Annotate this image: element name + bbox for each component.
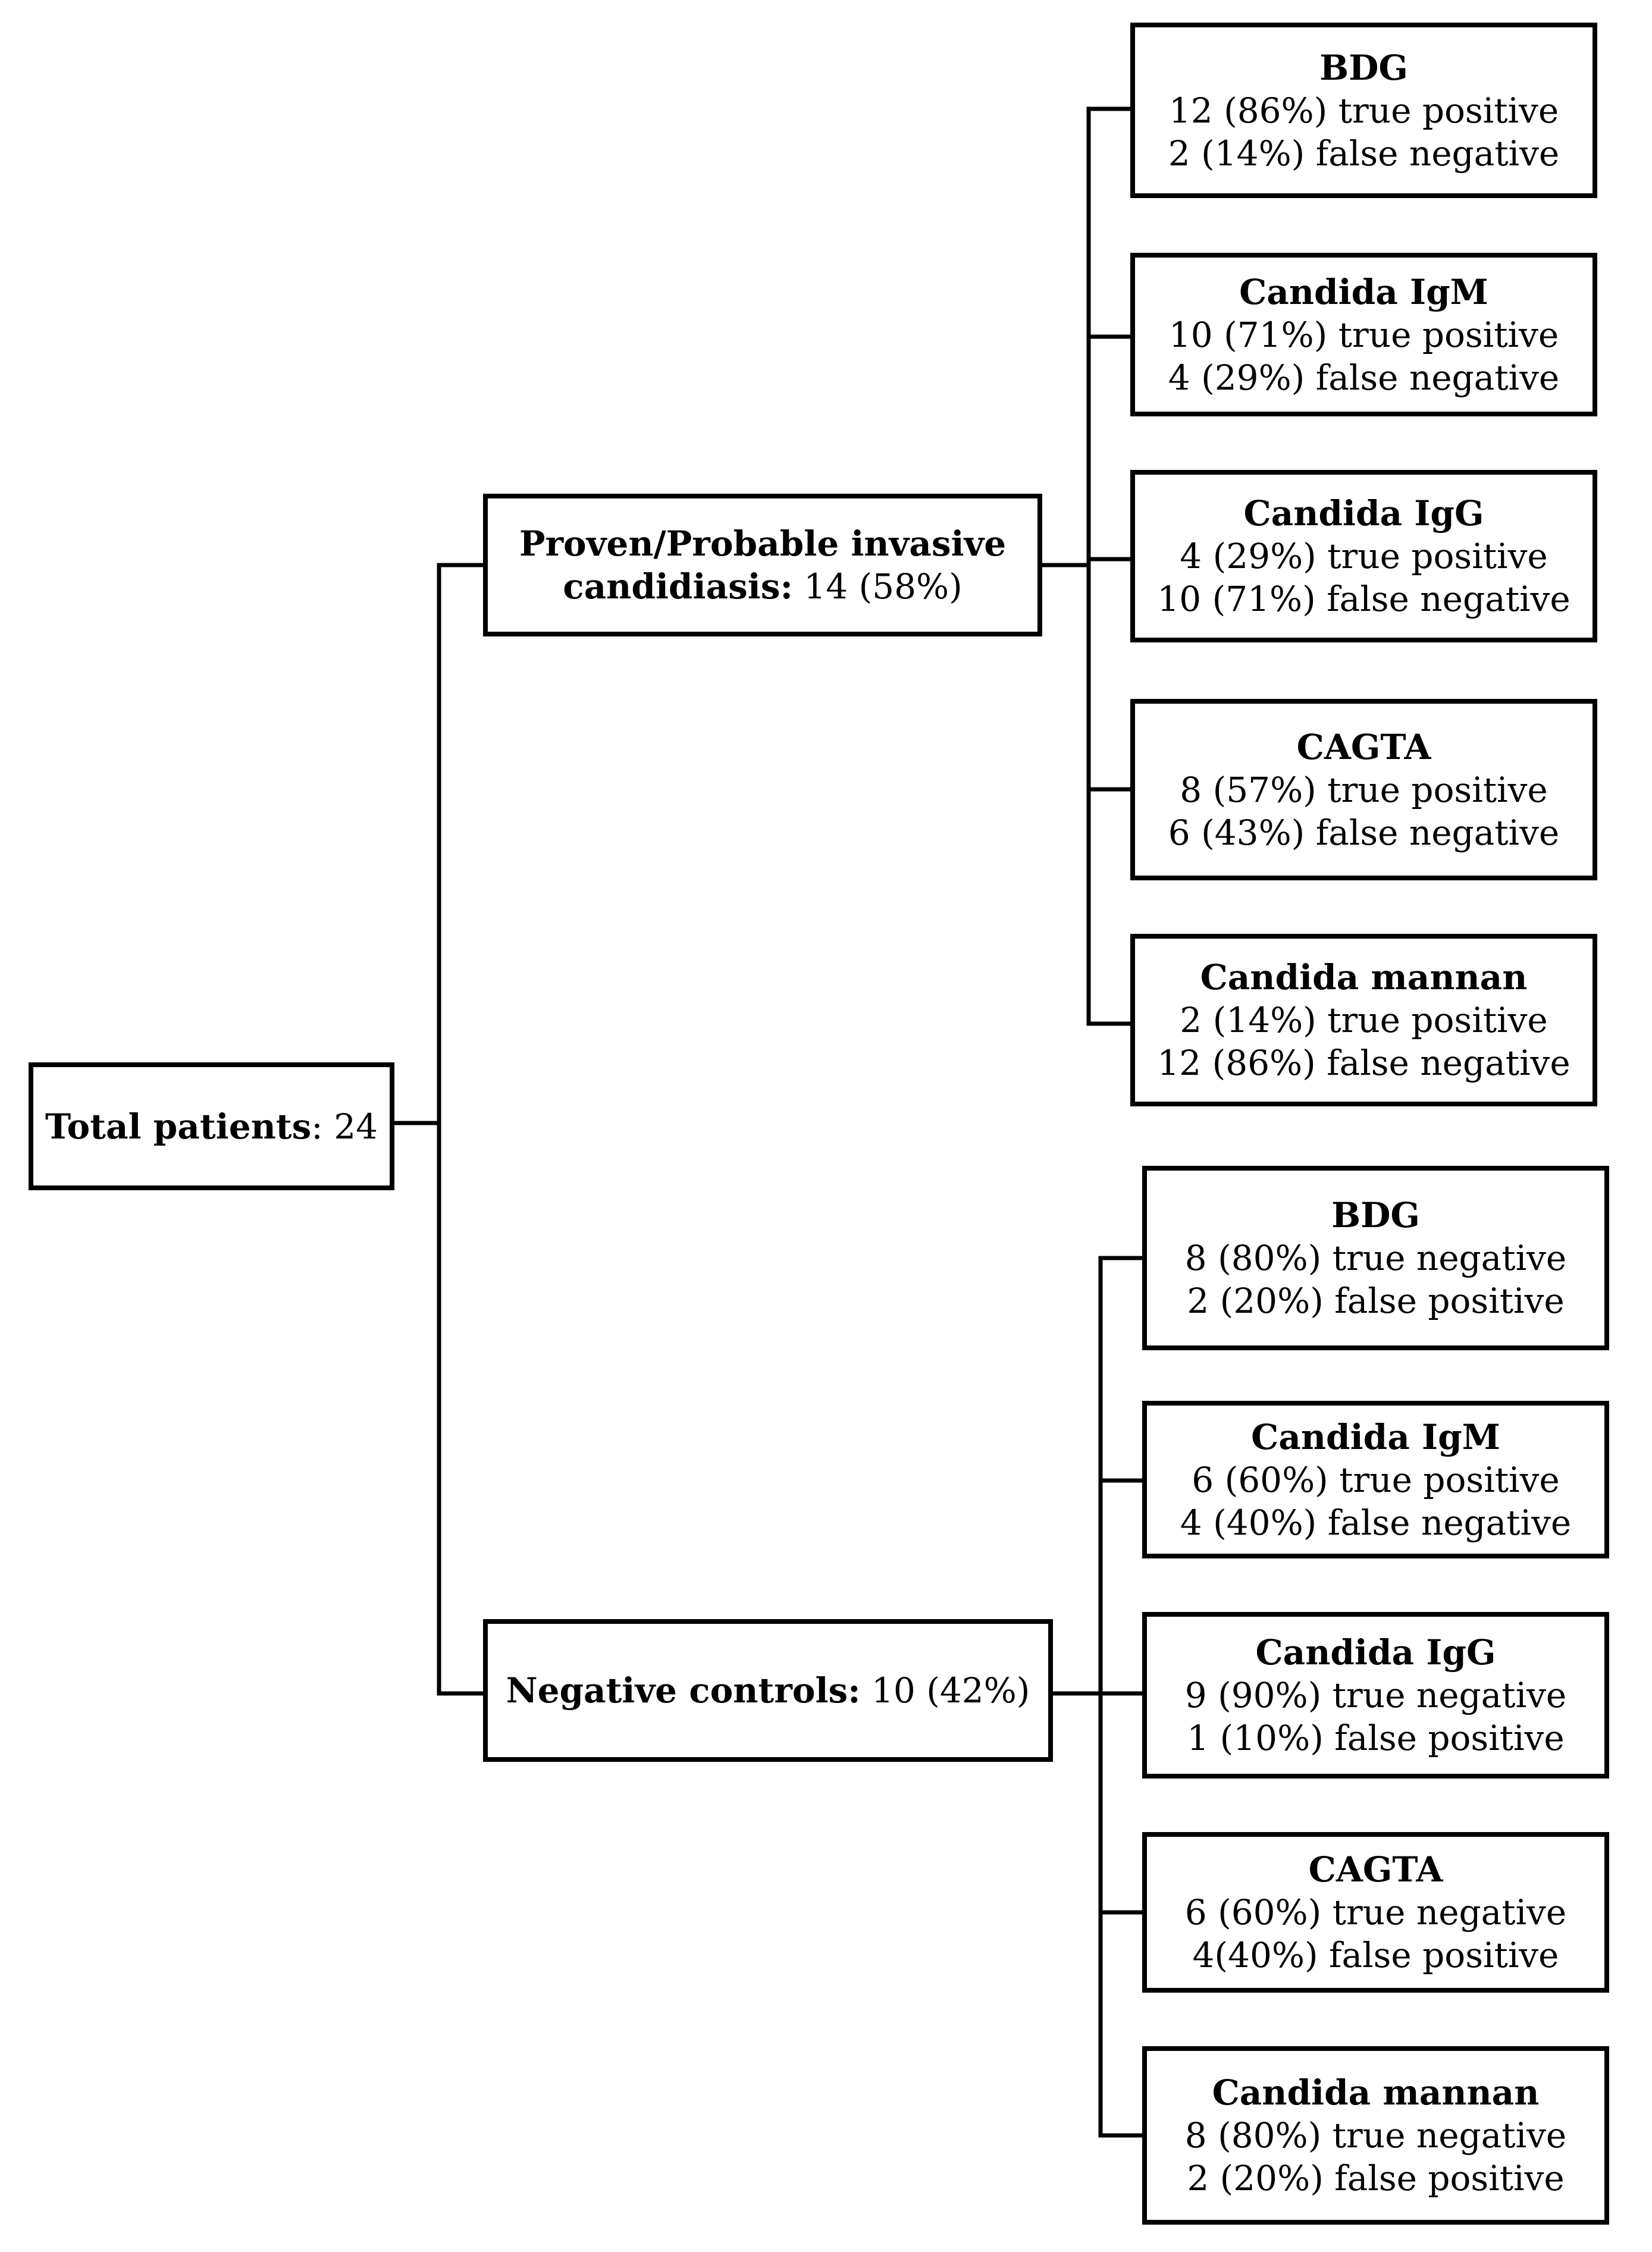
test-box-control-candida-mannan: Candida mannan 8 (80%) true negative 2 (… xyxy=(1142,2046,1609,2225)
test-name: Candida IgM xyxy=(1239,271,1488,312)
invasive-candidiasis-label-line1: Proven/Probable invasive xyxy=(519,523,1007,564)
test-result-line2: 2 (20%) false positive xyxy=(1187,2158,1565,2198)
test-name: BDG xyxy=(1331,1195,1420,1235)
test-box-invasive-candida-igg: Candida IgG 4 (29%) true positive 10 (71… xyxy=(1130,470,1597,642)
test-name: CAGTA xyxy=(1296,726,1431,767)
test-result-line2: 6 (43%) false negative xyxy=(1168,812,1560,853)
invasive-candidiasis-count: 14 (58%) xyxy=(792,566,963,607)
total-patients-label-row: Total patients: 24 xyxy=(45,1105,378,1148)
invasive-candidiasis-label-line2: candidiasis: 14 (58%) xyxy=(563,565,962,608)
test-result-line1: 10 (71%) true positive xyxy=(1168,314,1559,355)
test-name: Candida IgG xyxy=(1255,1632,1496,1673)
test-result-line1: 4 (29%) true positive xyxy=(1180,536,1548,576)
test-result-line2: 12 (86%) false negative xyxy=(1157,1043,1571,1083)
test-result-line1: 2 (14%) true positive xyxy=(1180,1000,1548,1040)
test-box-invasive-candida-igm: Candida IgM 10 (71%) true positive 4 (29… xyxy=(1130,253,1597,416)
test-result-line2: 2 (14%) false negative xyxy=(1168,133,1560,174)
test-result-line2: 10 (71%) false negative xyxy=(1157,579,1571,619)
test-name: CAGTA xyxy=(1308,1849,1443,1890)
test-result-line2: 4 (40%) false negative xyxy=(1180,1502,1572,1543)
test-result-line1: 6 (60%) true negative xyxy=(1184,1892,1567,1933)
test-box-control-candida-igm: Candida IgM 6 (60%) true positive 4 (40%… xyxy=(1142,1401,1609,1558)
test-result-line1: 12 (86%) true positive xyxy=(1168,90,1559,131)
test-name: Candida mannan xyxy=(1200,957,1528,998)
negative-controls-label-row: Negative controls: 10 (42%) xyxy=(506,1669,1030,1712)
test-result-line2: 4 (29%) false negative xyxy=(1168,357,1560,398)
negative-controls-box: Negative controls: 10 (42%) xyxy=(483,1619,1053,1762)
invasive-candidiasis-label-bold: candidiasis: xyxy=(563,566,793,607)
negative-controls-count: 10 (42%) xyxy=(860,1670,1030,1711)
test-box-invasive-bdg: BDG 12 (86%) true positive 2 (14%) false… xyxy=(1130,23,1597,198)
total-patients-box: Total patients: 24 xyxy=(29,1062,394,1190)
test-result-line1: 6 (60%) true positive xyxy=(1192,1459,1560,1500)
test-result-line2: 2 (20%) false positive xyxy=(1187,1281,1565,1321)
negative-controls-label: Negative controls: xyxy=(506,1670,861,1711)
test-box-control-candida-igg: Candida IgG 9 (90%) true negative 1 (10%… xyxy=(1142,1612,1609,1779)
test-box-control-cagta: CAGTA 6 (60%) true negative 4(40%) false… xyxy=(1142,1832,1609,1993)
invasive-candidiasis-box: Proven/Probable invasive candidiasis: 14… xyxy=(483,494,1042,636)
test-result-line1: 8 (80%) true negative xyxy=(1184,2115,1567,2156)
test-result-line1: 8 (57%) true positive xyxy=(1180,769,1548,810)
test-box-control-bdg: BDG 8 (80%) true negative 2 (20%) false … xyxy=(1142,1166,1609,1350)
test-result-line2: 4(40%) false positive xyxy=(1192,1935,1559,1975)
total-patients-label: Total patients xyxy=(45,1106,312,1147)
test-name: Candida IgM xyxy=(1251,1416,1500,1457)
test-name: Candida IgG xyxy=(1243,493,1484,534)
test-result-line1: 9 (90%) true negative xyxy=(1184,1675,1567,1715)
test-name: BDG xyxy=(1319,47,1408,88)
test-result-line1: 8 (80%) true negative xyxy=(1184,1238,1567,1278)
test-name: Candida mannan xyxy=(1212,2072,1540,2113)
total-patients-value: : 24 xyxy=(311,1106,378,1147)
test-box-invasive-cagta: CAGTA 8 (57%) true positive 6 (43%) fals… xyxy=(1130,699,1597,880)
test-box-invasive-candida-mannan: Candida mannan 2 (14%) true positive 12 … xyxy=(1130,934,1597,1106)
test-result-line2: 1 (10%) false positive xyxy=(1187,1718,1565,1758)
